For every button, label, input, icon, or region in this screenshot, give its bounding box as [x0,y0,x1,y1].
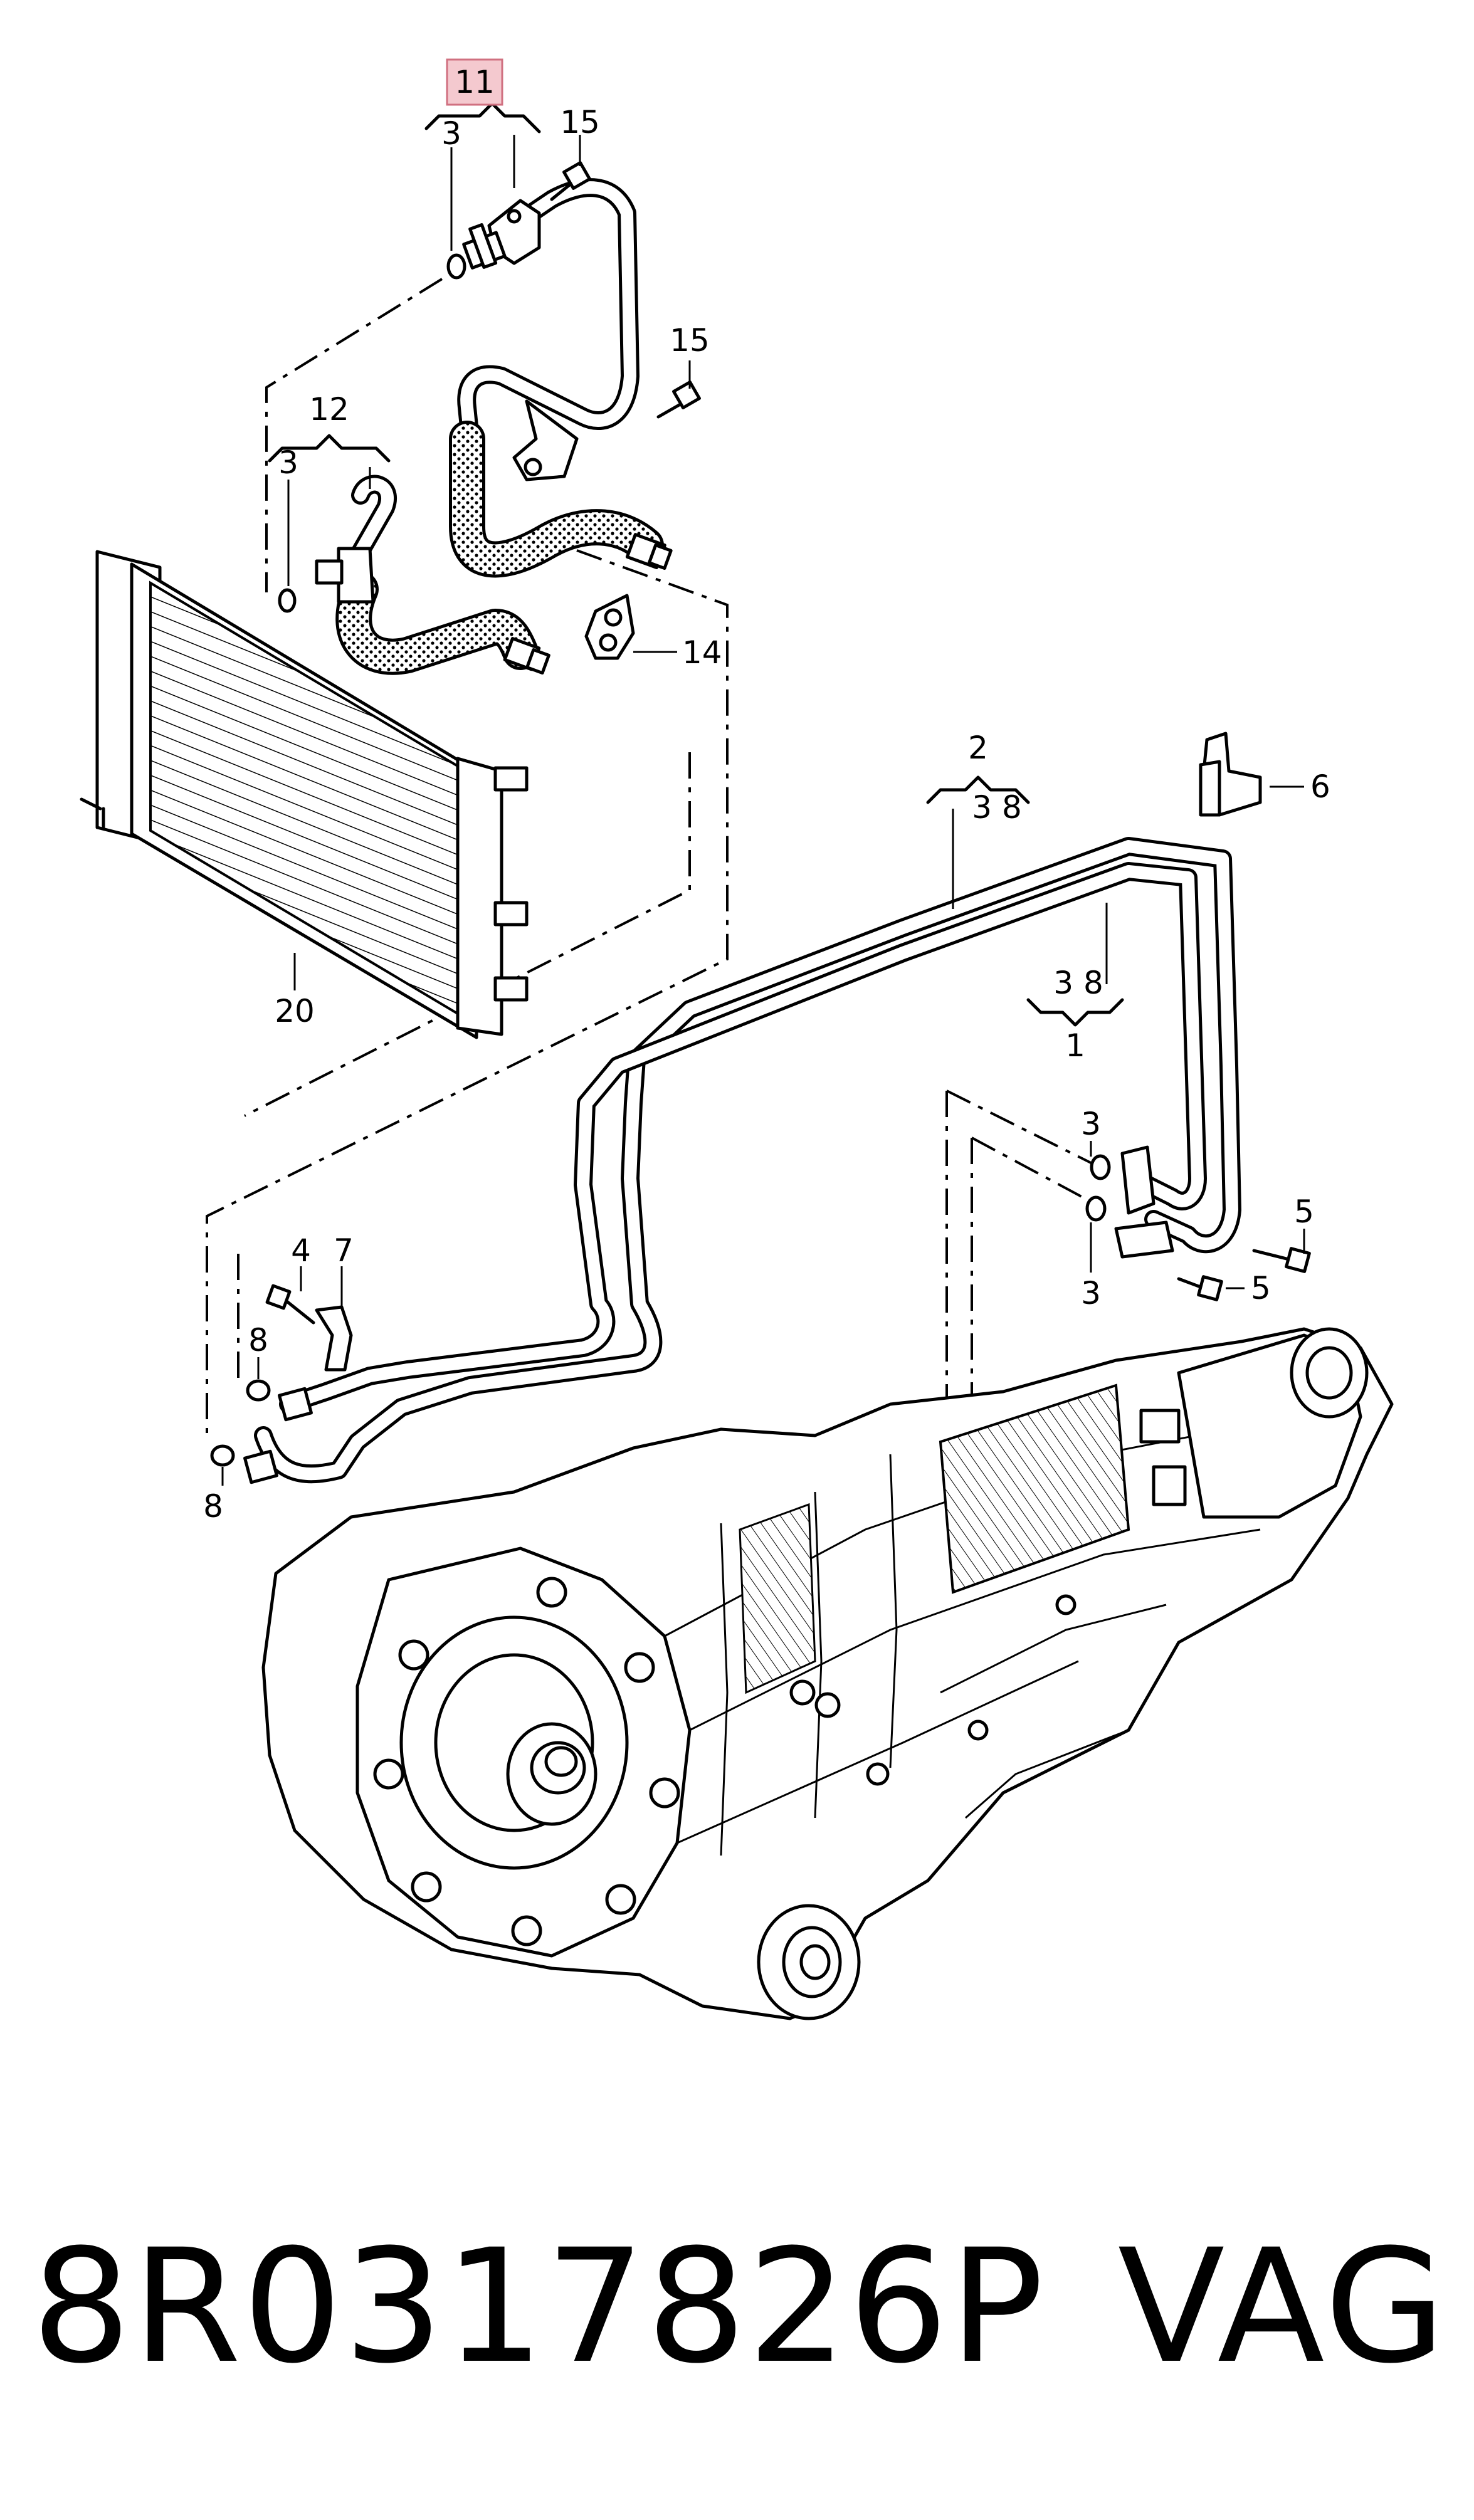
pipe-clip-7 [315,1305,353,1372]
callout-3-mid: 3 [278,444,298,481]
callout-4: 4 [291,1232,311,1269]
callout-5-a: 5 [1294,1194,1314,1230]
callout-15-b: 15 [670,322,710,359]
o-ring-8-b [210,1444,235,1467]
callout-8-a: 8 [248,1322,268,1358]
brand-name: VAG [1117,2215,1448,2398]
oil-cooler-hose-12 [315,475,550,675]
callout-6: 6 [1310,769,1330,805]
callout-11: 11 [455,64,495,100]
bolt-5-a [1252,1247,1311,1273]
callout-3-top: 3 [441,115,461,152]
hose-clip-14 [584,594,635,660]
pipe-bracket-6 [1199,732,1262,817]
o-ring-8-a [246,1379,271,1402]
callout-5-b: 5 [1251,1270,1271,1306]
oil-cooler-pipe-11 [449,178,673,578]
o-ring-3-top [446,253,466,280]
callout-2-sub: 3 8 [972,789,1022,826]
callout-7: 7 [334,1232,354,1269]
part-number: 8R0317826P [31,2215,1045,2398]
callout-8-b: 8 [203,1488,223,1525]
footer-caption: 8R0317826P VAG [31,2229,1448,2385]
o-ring-3-right-b [1085,1195,1107,1222]
o-ring-3-right-a [1090,1154,1111,1180]
bolt-15-b [656,381,701,419]
bolt-15-a [550,161,591,201]
callout-labels: 11 3 15 15 12 3 14 20 2 3 8 6 3 8 1 3 3 … [203,64,1330,1525]
callout-20: 20 [275,993,315,1029]
callout-2: 2 [968,730,988,766]
callout-11-highlight [446,58,503,106]
callout-15-a: 15 [560,104,600,140]
callout-3-right-b: 3 [1081,1275,1101,1311]
callout-3-right-a: 3 [1081,1106,1101,1142]
oil-cooler-20 [80,550,529,1039]
bolt-4 [265,1284,315,1325]
callout-14: 14 [682,634,722,671]
transmission-pipes-1-2 [243,837,1241,1484]
callout-leaders [221,102,1305,1486]
gearbox-illustration [261,1327,1394,2020]
bolt-5-b [1177,1275,1223,1301]
callout-1: 1 [1065,1027,1085,1064]
o-ring-3-mid [278,588,297,613]
callout-12: 12 [309,391,349,428]
callout-1-sub: 3 8 [1053,965,1103,1001]
